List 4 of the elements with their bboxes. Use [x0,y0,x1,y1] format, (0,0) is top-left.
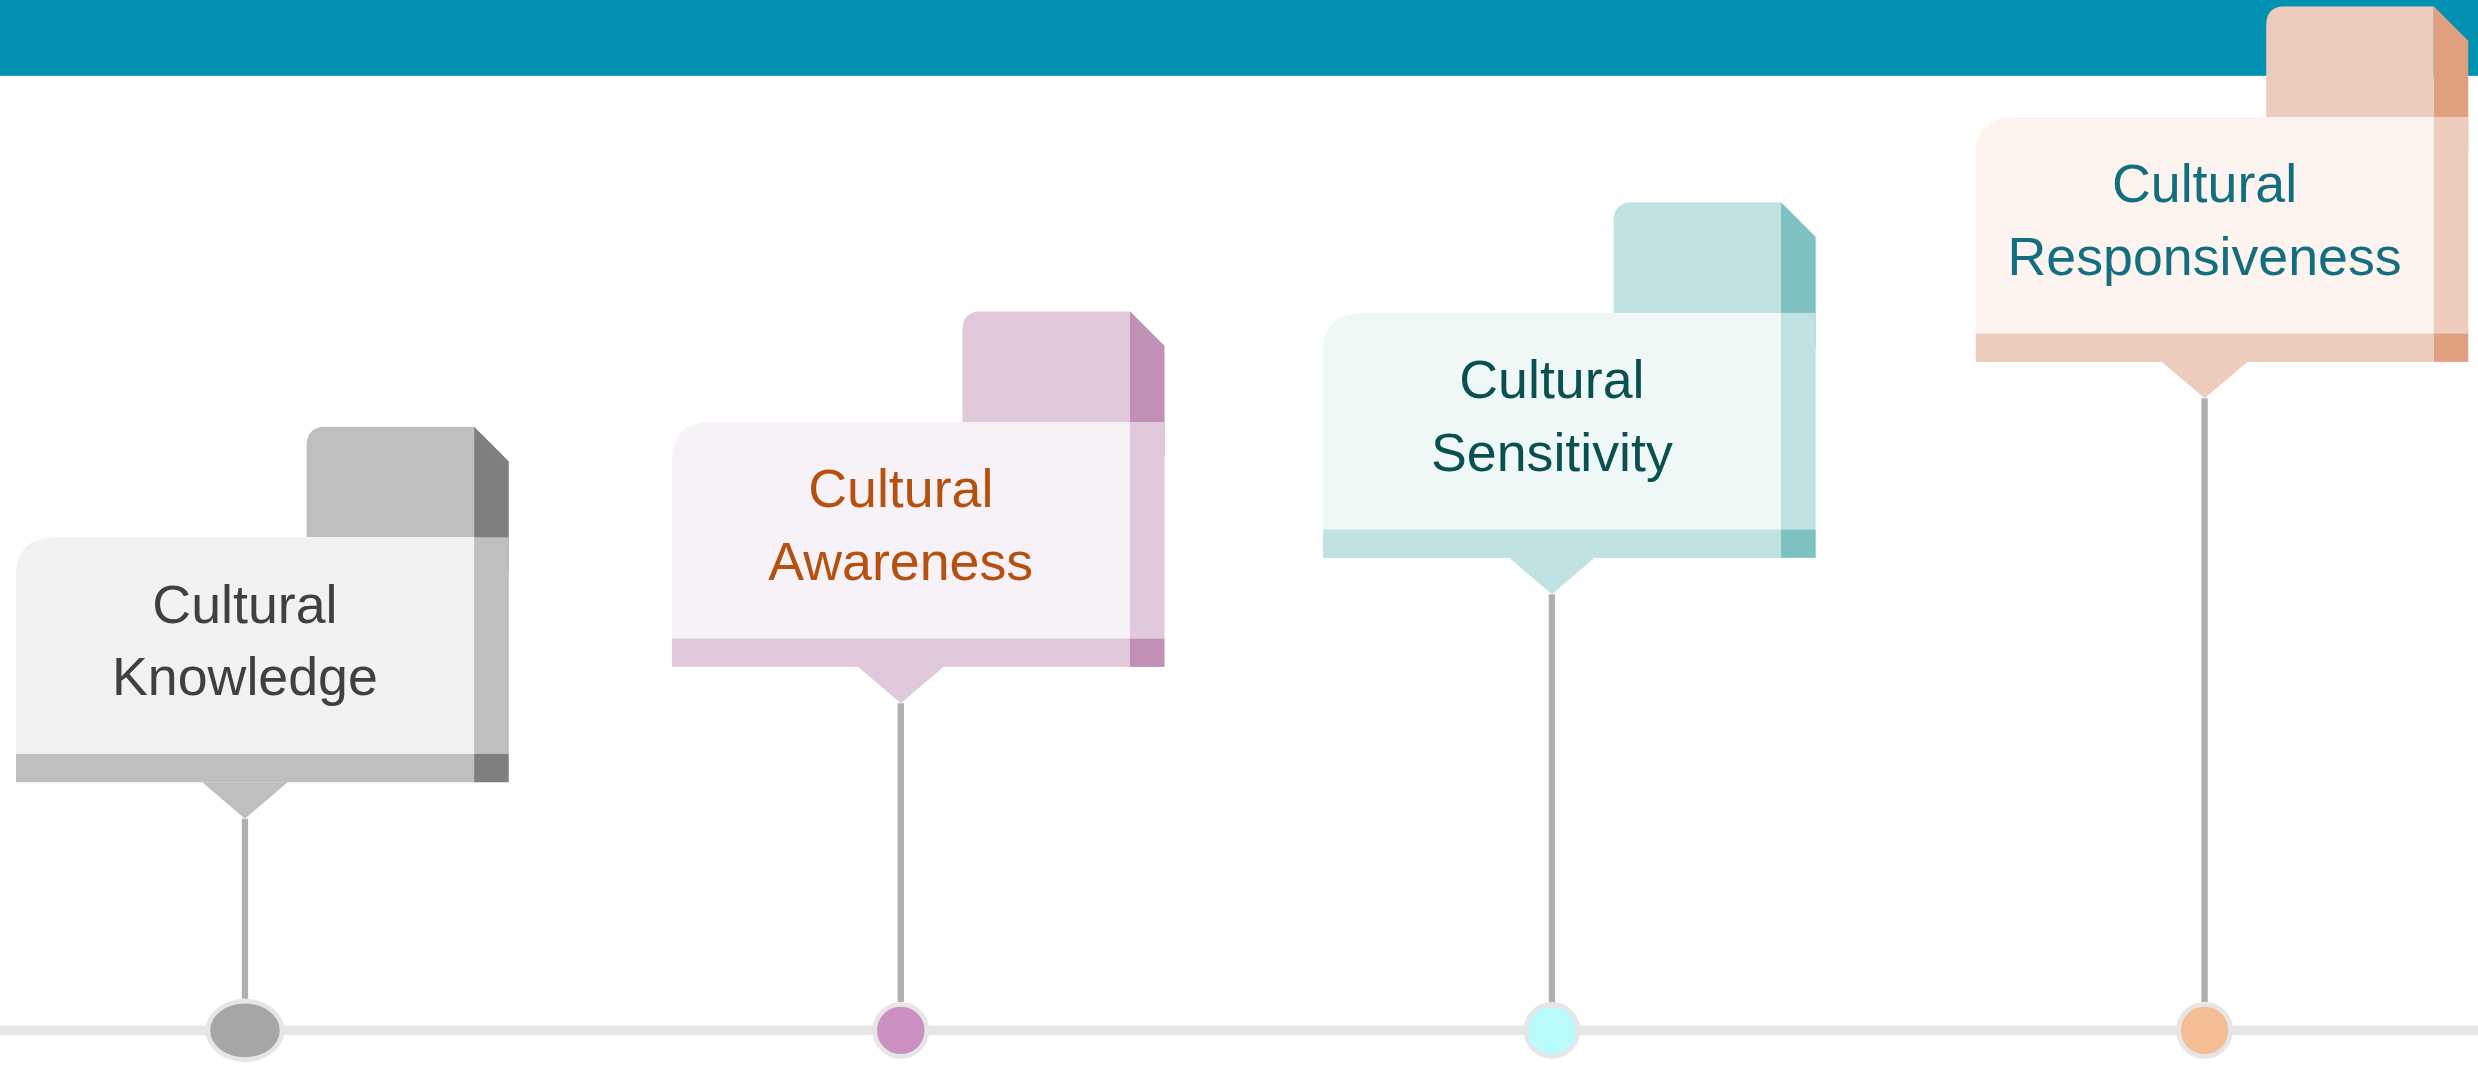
stage-label: Cultural Responsiveness [2006,152,2403,289]
stage-label: Cultural Sensitivity [1429,348,1674,484]
stage-label: Cultural Awareness [767,457,1035,594]
stage-label: Cultural Knowledge [111,572,379,709]
